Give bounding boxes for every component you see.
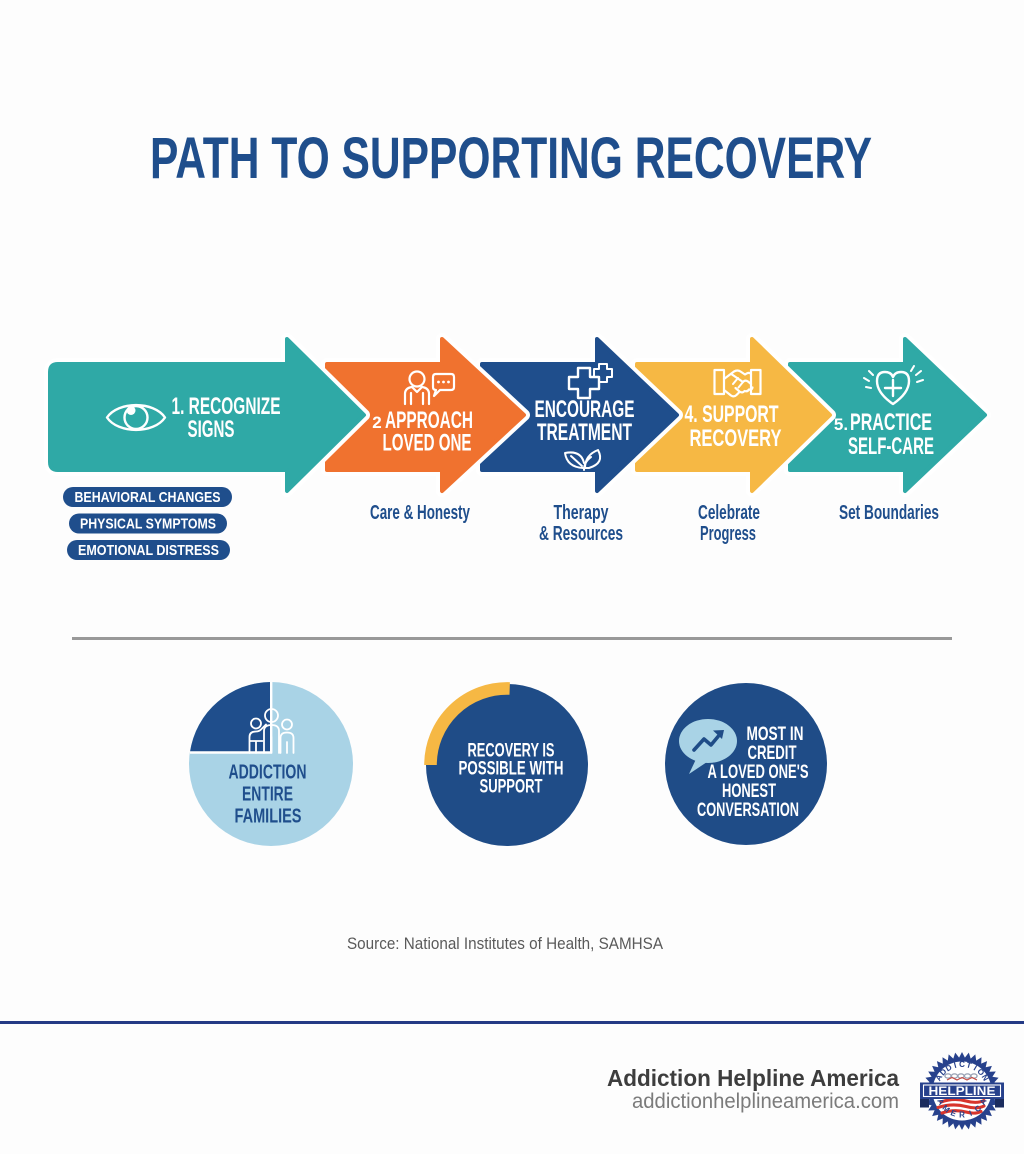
- svg-text:2: 2: [372, 413, 381, 432]
- svg-text:PRACTICE: PRACTICE: [850, 409, 932, 436]
- svg-text:POSSIBLE WITH: POSSIBLE WITH: [459, 759, 564, 780]
- svg-text:SELF-CARE: SELF-CARE: [848, 433, 934, 460]
- svg-text:Set Boundaries: Set Boundaries: [839, 502, 939, 524]
- svg-text:PATH TO SUPPORTING RECOVERY: PATH TO SUPPORTING RECOVERY: [150, 126, 872, 191]
- svg-text:PHYSICAL SYMPTOMS: PHYSICAL SYMPTOMS: [80, 516, 216, 533]
- svg-text:Therapy: Therapy: [554, 502, 610, 524]
- svg-text:Addiction Helpline America: Addiction Helpline America: [607, 1065, 899, 1091]
- svg-text:CONVERSATION: CONVERSATION: [697, 800, 799, 821]
- svg-text:addictionhelplineamerica.com: addictionhelplineamerica.com: [632, 1090, 899, 1113]
- svg-text:O: O: [975, 1067, 986, 1078]
- svg-text:CREDIT: CREDIT: [748, 743, 797, 764]
- svg-text:TREATMENT: TREATMENT: [537, 419, 632, 446]
- svg-text:ADDICTION: ADDICTION: [229, 762, 307, 784]
- svg-text:A: A: [978, 1097, 989, 1106]
- svg-text:SUPPORT: SUPPORT: [480, 777, 543, 798]
- svg-text:A LOVED ONE'S: A LOVED ONE'S: [708, 762, 809, 783]
- svg-text:D: D: [944, 1063, 954, 1074]
- svg-text:BEHAVIORAL CHANGES: BEHAVIORAL CHANGES: [75, 489, 221, 506]
- svg-text:A: A: [935, 1097, 946, 1106]
- svg-text:N: N: [980, 1073, 991, 1083]
- svg-text:I: I: [953, 1061, 957, 1070]
- svg-text:EMOTIONAL DISTRESS: EMOTIONAL DISTRESS: [78, 542, 219, 559]
- svg-text:HONEST: HONEST: [722, 781, 776, 802]
- svg-text:C: C: [973, 1103, 983, 1114]
- svg-text:Celebrate: Celebrate: [698, 502, 760, 524]
- svg-text:Care & Honesty: Care & Honesty: [370, 502, 471, 524]
- svg-text:RECOVERY IS: RECOVERY IS: [468, 741, 555, 762]
- svg-text:& Resources: & Resources: [539, 523, 623, 545]
- svg-text:Source: National Institutes of: Source: National Institutes of Health, S…: [347, 935, 663, 953]
- svg-text:Progress: Progress: [700, 523, 756, 545]
- svg-text:A: A: [934, 1073, 945, 1083]
- svg-text:C: C: [959, 1060, 965, 1069]
- svg-text:ENTIRE: ENTIRE: [242, 784, 293, 806]
- svg-text:M: M: [940, 1103, 951, 1114]
- svg-text:LOVED ONE: LOVED ONE: [383, 430, 472, 457]
- svg-text:MOST IN: MOST IN: [747, 724, 804, 745]
- svg-text:5.: 5.: [834, 415, 848, 434]
- svg-text:R: R: [959, 1111, 965, 1120]
- svg-text:ENCOURAGE: ENCOURAGE: [535, 396, 635, 423]
- svg-text:4. SUPPORT: 4. SUPPORT: [685, 401, 779, 428]
- svg-text:APPROACH: APPROACH: [385, 407, 473, 434]
- svg-text:1. RECOGNIZE: 1. RECOGNIZE: [172, 393, 281, 420]
- svg-text:I: I: [972, 1064, 978, 1073]
- svg-text:E: E: [949, 1108, 958, 1119]
- svg-text:T: T: [965, 1060, 972, 1070]
- svg-text:FAMILIES: FAMILIES: [235, 806, 302, 828]
- svg-text:RECOVERY: RECOVERY: [690, 425, 782, 452]
- svg-text:HELPLINE: HELPLINE: [929, 1084, 996, 1098]
- svg-text:I: I: [968, 1109, 973, 1118]
- svg-text:D: D: [938, 1067, 949, 1078]
- svg-text:SIGNS: SIGNS: [188, 416, 235, 443]
